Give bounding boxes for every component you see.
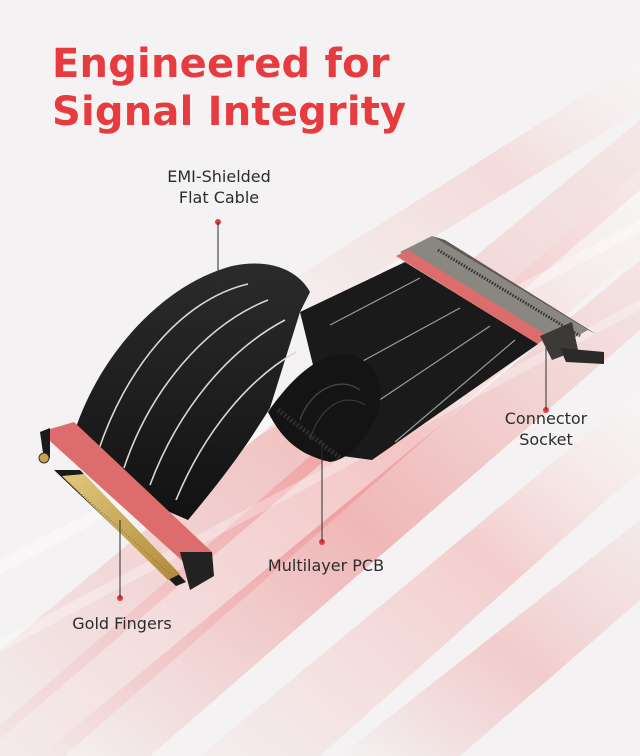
emi-cable-label-line-2: Flat Cable bbox=[178, 188, 260, 207]
title-line-1: Engineered for bbox=[52, 41, 390, 87]
page-title: Engineered for Signal Integrity bbox=[52, 40, 406, 136]
emi-cable-callout: EMI-Shielded Flat Cable bbox=[158, 166, 280, 208]
gold-fingers-label: Gold Fingers bbox=[72, 614, 172, 633]
cable-curl bbox=[268, 354, 381, 462]
connector-socket-label-line-2: Socket bbox=[519, 430, 573, 449]
gold-fingers-callout: Gold Fingers bbox=[60, 613, 184, 634]
connector-socket-callout: Connector Socket bbox=[486, 408, 606, 450]
callout-leaders bbox=[117, 219, 549, 601]
multilayer-pcb-callout: Multilayer PCB bbox=[256, 555, 396, 576]
connector-socket-label-line-1: Connector bbox=[504, 409, 588, 428]
title-line-2: Signal Integrity bbox=[52, 89, 407, 135]
flat-cable-near bbox=[72, 263, 310, 520]
multilayer-pcb-label: Multilayer PCB bbox=[267, 556, 385, 575]
connector-socket bbox=[396, 236, 604, 364]
emi-cable-label-line-1: EMI-Shielded bbox=[167, 167, 271, 186]
